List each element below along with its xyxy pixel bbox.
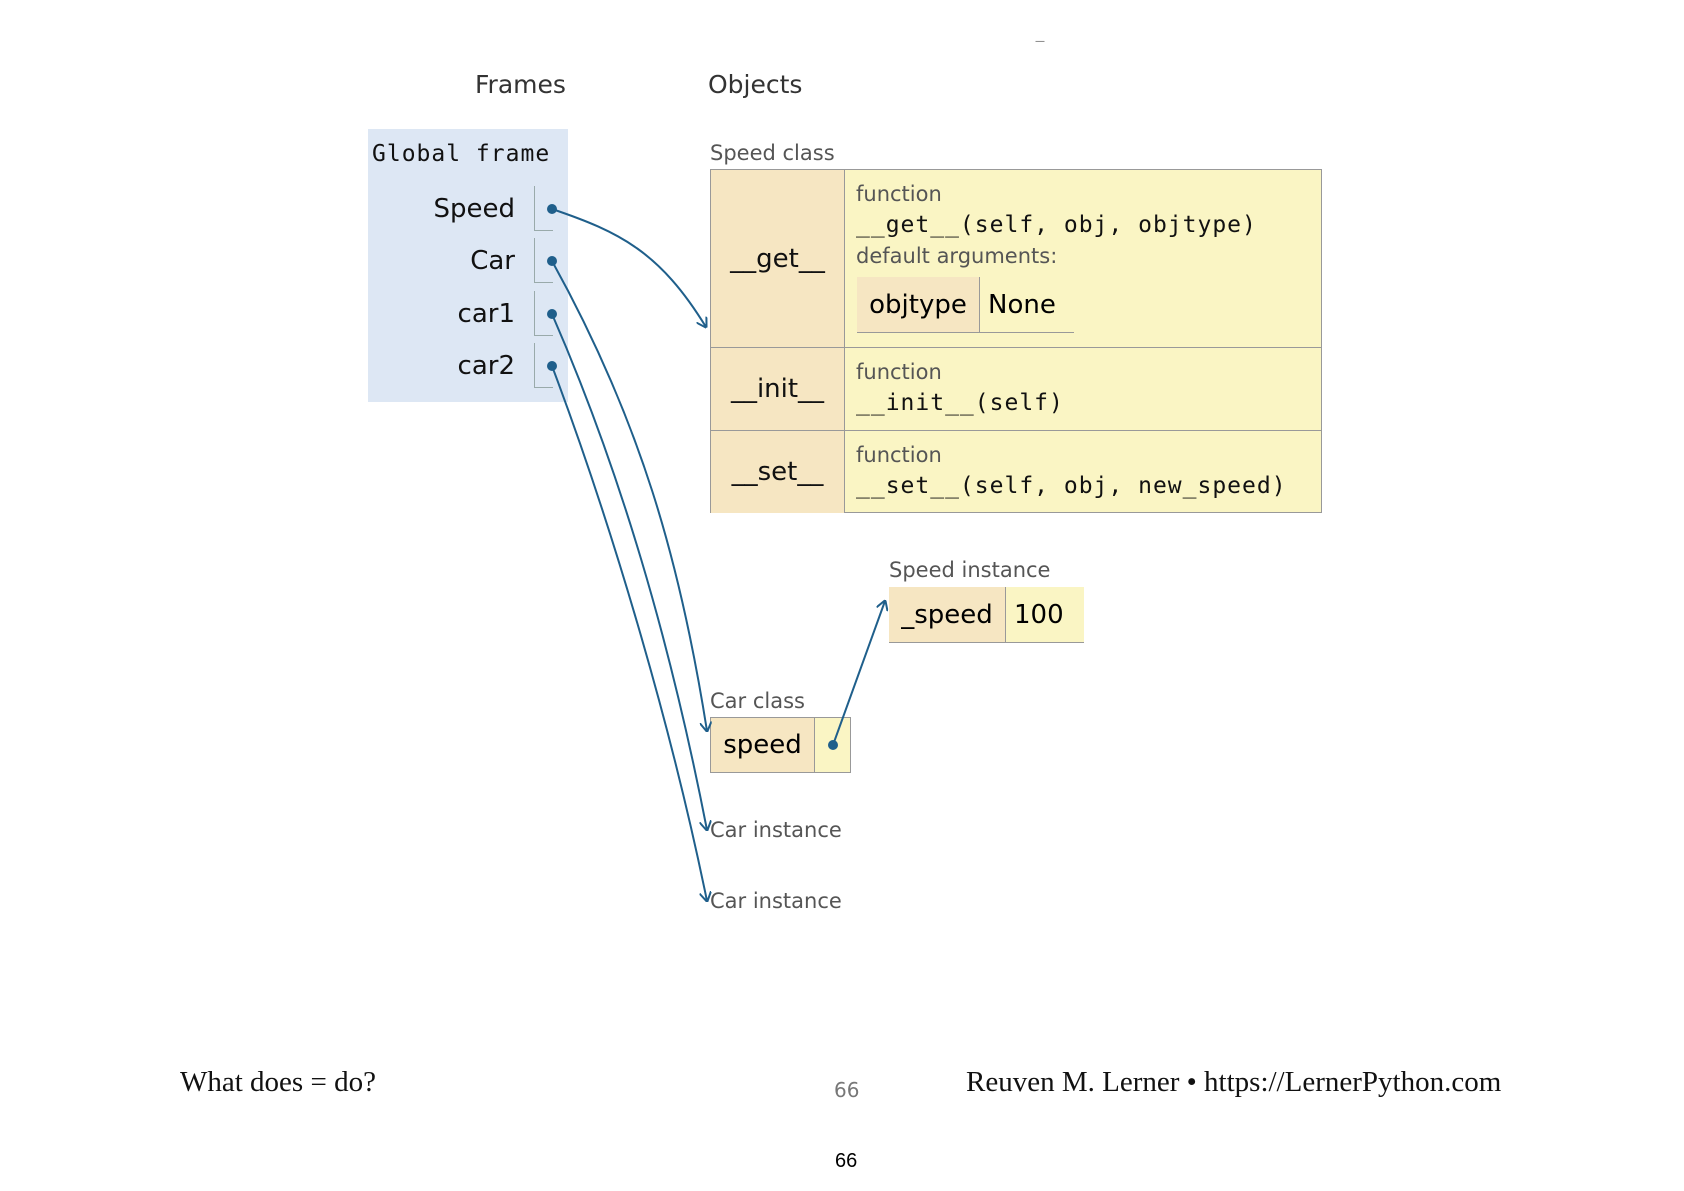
car-class-table: speed — [710, 717, 851, 773]
var-speed: Speed — [433, 194, 515, 224]
frames-header: Frames — [475, 70, 566, 99]
var-car1-pointer-box — [534, 291, 553, 336]
pointer-dot-speed — [547, 204, 557, 214]
speed-instance-table: _speed 100 — [889, 587, 1084, 643]
default-args-label: default arguments: — [856, 244, 1058, 268]
function-signature: __set__(self, obj, new_speed) — [856, 473, 1287, 499]
function-signature: __get__(self, obj, objtype) — [856, 212, 1257, 238]
arrow-car1-to-car-instance-1 — [551, 313, 707, 830]
method-name-get: __get__ — [711, 170, 845, 347]
function-label: function — [856, 360, 942, 384]
default-args-table: objtype None — [857, 277, 1074, 333]
speed-instance-value: 100 — [1006, 587, 1084, 643]
var-car2-pointer-box — [534, 343, 553, 388]
global-frame-title: Global frame — [372, 141, 551, 167]
speed-class-label: Speed class — [710, 141, 835, 165]
default-arg-name: objtype — [857, 277, 980, 333]
footer-title: What does = do? — [180, 1066, 376, 1098]
car-instance-label-1: Car instance — [710, 818, 842, 842]
var-car-pointer-box — [534, 238, 553, 283]
var-car1: car1 — [457, 299, 515, 329]
speed-instance-label: Speed instance — [889, 558, 1051, 582]
speed-instance-attr: _speed — [889, 587, 1006, 643]
page-number: 66 — [835, 1150, 858, 1172]
arrow-car-to-car-class — [551, 260, 707, 731]
function-label: function — [856, 182, 942, 206]
footer-author: Reuven M. Lerner • https://LernerPython.… — [966, 1066, 1502, 1098]
arrow-speed-attr-to-speed-instance — [832, 601, 885, 746]
function-signature: __init__(self) — [856, 390, 1064, 416]
car-class-label: Car class — [710, 689, 805, 713]
top-mark: — — [1035, 36, 1045, 47]
var-car: Car — [470, 246, 515, 276]
method-row-init: __init__ function __init__(self) — [711, 348, 1321, 431]
arrow-speed-to-speed-class — [551, 208, 706, 327]
var-speed-pointer-box — [534, 186, 553, 231]
speed-class-table: __get__ function __get__(self, obj, objt… — [710, 169, 1322, 513]
method-name-init: __init__ — [711, 348, 845, 430]
pointer-dot-car1 — [547, 309, 557, 319]
pointer-dot-car — [547, 256, 557, 266]
method-name-set: __set__ — [711, 431, 845, 513]
function-label: function — [856, 443, 942, 467]
var-car2: car2 — [457, 351, 515, 381]
pointer-dot-car-speed — [828, 740, 838, 750]
default-arg-value: None — [980, 277, 1074, 333]
car-instance-label-2: Car instance — [710, 889, 842, 913]
method-row-set: __set__ function __set__(self, obj, new_… — [711, 431, 1321, 513]
footer-slide-number: 66 — [834, 1078, 860, 1102]
method-row-get: __get__ function __get__(self, obj, objt… — [711, 170, 1321, 348]
arrow-car2-to-car-instance-2 — [551, 365, 707, 901]
objects-header: Objects — [708, 70, 803, 99]
pointer-dot-car2 — [547, 361, 557, 371]
car-class-attr: speed — [711, 718, 815, 772]
